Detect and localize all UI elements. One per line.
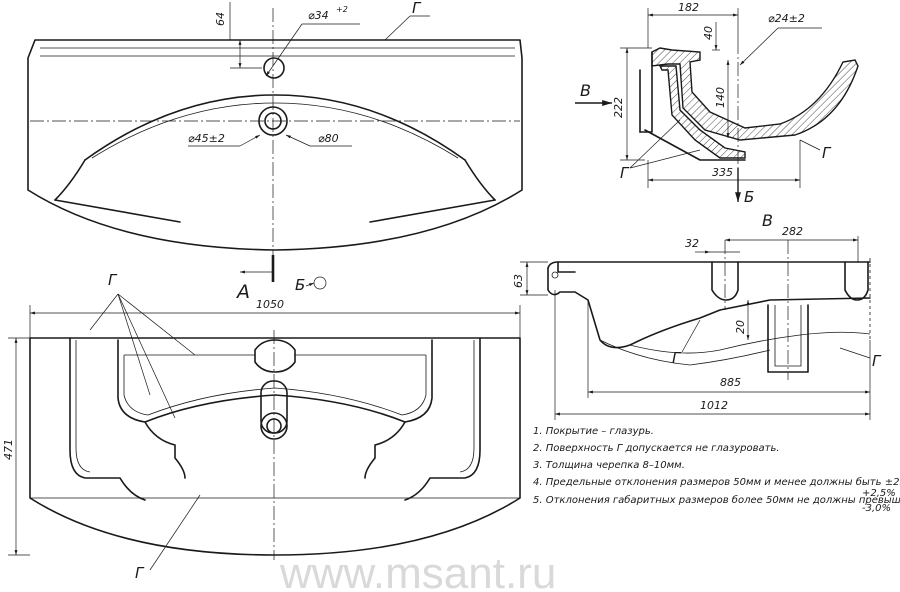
dim-d24: ⌀24±2 bbox=[768, 12, 805, 25]
dim-471: 471 bbox=[2, 439, 15, 460]
notes-block: 1. Покрытие – глазурь. 2. Поверхность Г … bbox=[533, 426, 900, 514]
label-view-b-top: Б bbox=[295, 276, 305, 294]
note-2: 2. Поверхность Г допускается не глазуров… bbox=[533, 443, 780, 454]
dim-1012: 1012 bbox=[700, 399, 728, 412]
label-surface-view-left: Г bbox=[672, 349, 682, 367]
label-view-v-arrow: В bbox=[580, 81, 591, 100]
dim-282: 282 bbox=[782, 225, 803, 238]
tolerance-plus: +2,5% bbox=[862, 488, 896, 499]
label-view-v: В bbox=[762, 211, 773, 230]
label-surface-front-bottom: Г bbox=[135, 564, 145, 582]
label-surface-section-right: Г bbox=[822, 144, 832, 162]
dim-182: 182 bbox=[678, 1, 699, 14]
note-5: 5. Отклонения габаритных размеров более … bbox=[533, 494, 900, 506]
watermark: www.msant.ru bbox=[279, 549, 556, 592]
dim-222: 222 bbox=[612, 97, 625, 118]
dim-d34-tolerance: +2 bbox=[336, 5, 348, 14]
label-surface-top: Г bbox=[412, 0, 422, 17]
label-view-a: А bbox=[235, 281, 250, 303]
dim-20: 20 bbox=[734, 320, 747, 334]
dim-40: 40 bbox=[702, 26, 715, 40]
dim-885: 885 bbox=[720, 376, 741, 389]
top-view: 64 ⌀34 +2 Г ⌀45±2 ⌀80 А Б bbox=[27, 0, 523, 303]
dim-335: 335 bbox=[712, 166, 733, 179]
dim-d80: ⌀80 bbox=[318, 132, 339, 145]
label-surface-view-right: Г bbox=[872, 352, 882, 370]
label-surface-section-left: Г bbox=[620, 164, 630, 182]
dim-d34: ⌀34 bbox=[308, 9, 329, 22]
view-v: В 32 282 63 20 885 bbox=[512, 211, 882, 420]
dim-64: 64 bbox=[214, 12, 227, 26]
dim-63: 63 bbox=[512, 274, 525, 288]
dim-d45: ⌀45±2 bbox=[188, 132, 225, 145]
section-a: 182 ⌀24±2 40 140 222 335 В Б Г Г bbox=[575, 1, 859, 206]
label-view-b-section: Б bbox=[744, 188, 754, 206]
note-4: 4. Предельные отклонения размеров 50мм и… bbox=[533, 476, 900, 488]
dim-140: 140 bbox=[714, 87, 727, 108]
note-3: 3. Толщина черепка 8–10мм. bbox=[533, 460, 685, 471]
dim-1050: 1050 bbox=[256, 298, 284, 311]
note-1: 1. Покрытие – глазурь. bbox=[533, 426, 654, 437]
dim-32: 32 bbox=[685, 237, 699, 250]
label-surface-front-top: Г bbox=[108, 271, 118, 289]
tolerance-minus: -3,0% bbox=[862, 503, 891, 514]
front-view: 1050 471 Г Г bbox=[2, 271, 521, 582]
